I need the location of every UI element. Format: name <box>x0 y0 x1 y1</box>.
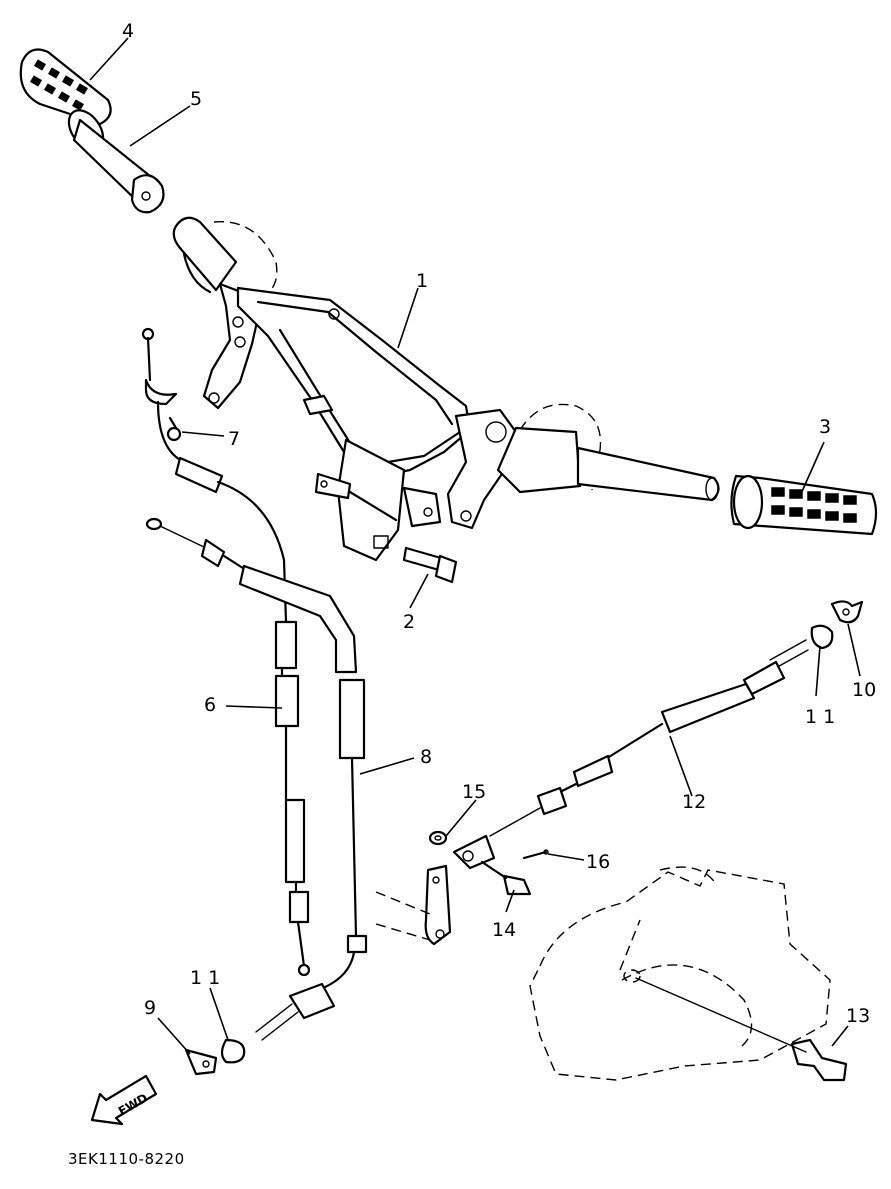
label-part-4: 4 <box>122 20 134 42</box>
label-part-1: 1 <box>416 270 428 292</box>
label-part-11-right: 1 1 <box>805 706 835 728</box>
bracket-part-13[interactable] <box>635 977 848 1082</box>
label-part-9: 9 <box>144 997 156 1019</box>
nut-part-11-right[interactable] <box>810 624 834 650</box>
label-part-14: 14 <box>492 919 516 941</box>
label-part-12: 12 <box>682 791 706 813</box>
label-part-16: 16 <box>586 851 610 873</box>
nut-part-11-left[interactable] <box>220 1038 246 1064</box>
label-part-2: 2 <box>403 611 415 633</box>
handlebar-part-1[interactable] <box>172 216 720 562</box>
screw-part-7[interactable] <box>166 416 182 442</box>
leader-lines <box>89 37 861 1055</box>
label-part-6: 6 <box>204 694 216 716</box>
label-part-11-left: 1 1 <box>190 967 220 989</box>
left-grip-part-4[interactable] <box>19 48 112 126</box>
right-grip-part-3[interactable] <box>730 474 878 536</box>
forward-direction-arrow: FWD <box>90 1074 158 1126</box>
engine-case-outline <box>529 866 831 1081</box>
label-part-13: 13 <box>846 1005 870 1027</box>
label-part-15: 15 <box>462 781 486 803</box>
pin-part-14[interactable] <box>480 860 532 896</box>
throttle-cable-part-6[interactable] <box>141 327 311 977</box>
label-part-8: 8 <box>420 746 432 768</box>
cable-part-8[interactable] <box>145 517 368 1041</box>
label-part-10: 10 <box>852 679 876 701</box>
wing-nut-part-9[interactable] <box>184 1048 218 1076</box>
bolt-part-2[interactable] <box>402 546 458 584</box>
wing-nut-part-10[interactable] <box>830 600 864 624</box>
throttle-tube-part-5[interactable] <box>62 104 165 214</box>
drawing-code: 3EK1110-8220 <box>68 1150 185 1168</box>
pin-part-16[interactable] <box>522 849 549 860</box>
part-labels: 4 5 1 3 7 2 10 6 1 1 8 15 12 16 14 1 1 9… <box>122 20 876 1027</box>
washer-part-15[interactable] <box>428 830 448 846</box>
lever-arm[interactable] <box>375 864 452 946</box>
label-part-7: 7 <box>228 428 240 450</box>
label-part-3: 3 <box>819 416 831 438</box>
cable-part-12[interactable] <box>452 639 809 870</box>
label-part-5: 5 <box>190 88 202 110</box>
